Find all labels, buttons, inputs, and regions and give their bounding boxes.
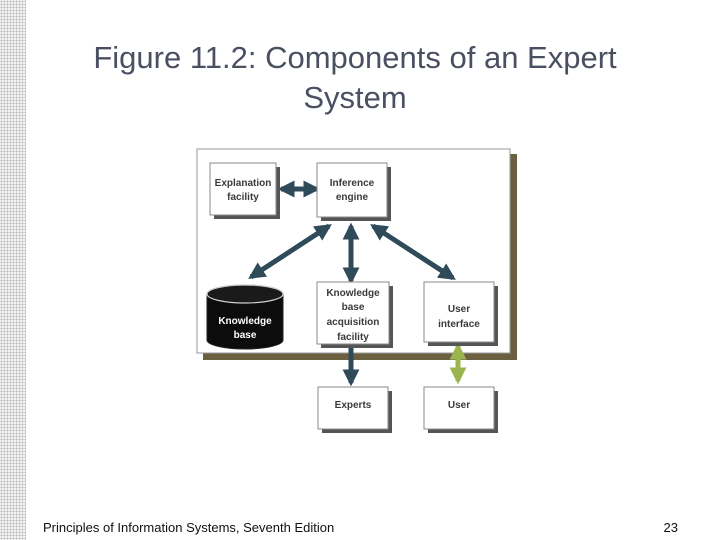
decorative-dotted-stripe: [0, 0, 26, 540]
node-label: User: [448, 304, 470, 315]
node-knowledge-base: Knowledge base: [206, 284, 284, 350]
footer-text: Principles of Information Systems, Seven…: [43, 520, 335, 535]
node-label: base: [234, 330, 257, 341]
expert-system-diagram: Explanation facility Inference engine Kn…: [195, 147, 525, 437]
node-label: Knowledge: [218, 316, 272, 327]
node-explanation-facility: Explanation facility: [209, 162, 280, 219]
node-label: Explanation: [215, 178, 272, 189]
node-user: User: [423, 386, 498, 433]
slide-title: Figure 11.2: Components of an Expert Sys…: [93, 40, 617, 115]
arrow-inference-user-interface: [370, 223, 456, 281]
page-number: 23: [663, 520, 678, 535]
node-label: Inference: [330, 178, 375, 189]
node-label: User: [448, 400, 470, 411]
node-label: facility: [337, 332, 369, 343]
node-experts: Experts: [317, 386, 392, 433]
node-user-interface: User interface: [423, 281, 498, 346]
arrow-inference-knowledge-base: [248, 223, 332, 280]
node-label: interface: [438, 319, 480, 330]
node-label: Experts: [335, 400, 372, 411]
node-label: acquisition: [327, 317, 380, 328]
node-label: facility: [227, 192, 259, 203]
node-knowledge-base-acquisition-facility: Knowledge base acquisition facility: [316, 281, 393, 348]
node-label: base: [342, 302, 365, 313]
node-label: Knowledge: [326, 288, 380, 299]
node-label: engine: [336, 192, 369, 203]
node-inference-engine: Inference engine: [316, 162, 391, 221]
